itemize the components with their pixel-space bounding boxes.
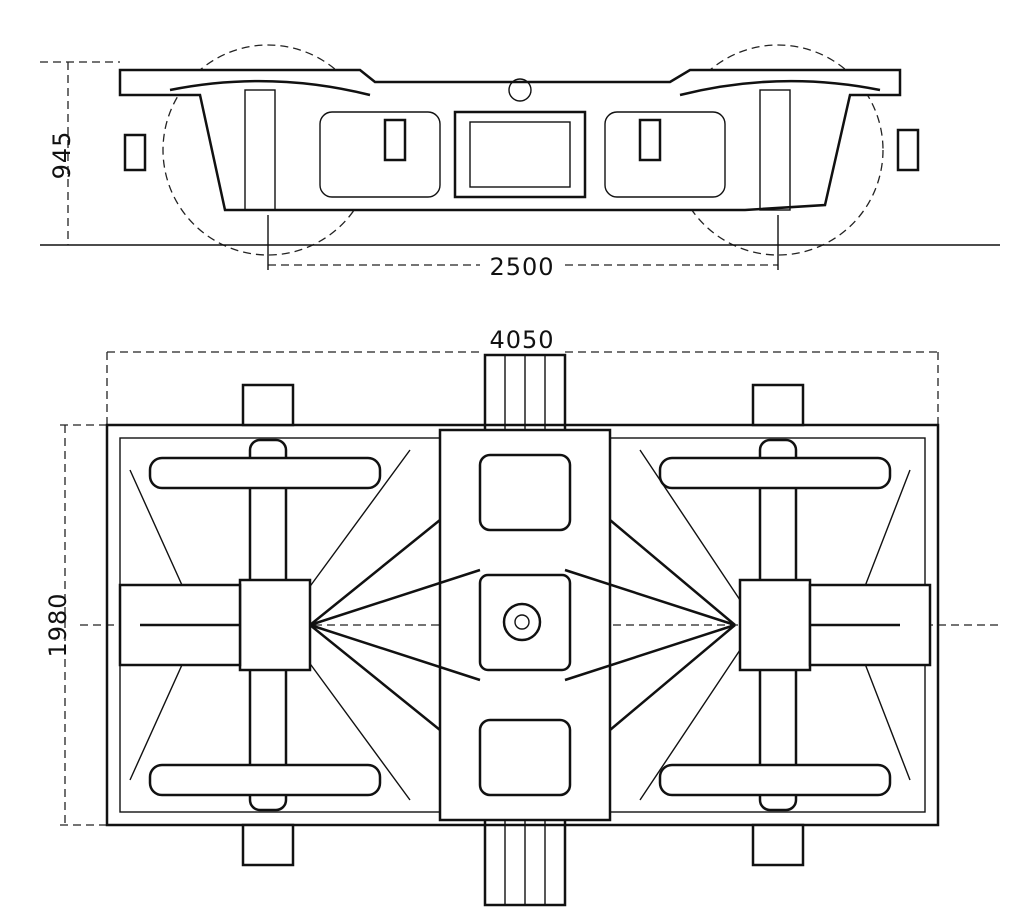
bogie-frame [105,423,940,827]
center-emblem [508,78,532,102]
wheel [658,763,892,797]
wheel [148,763,382,797]
bolster-box [453,110,587,199]
spring-stacks [123,89,920,211]
frame-window [604,111,726,198]
wheel [658,456,892,490]
plan-view: 4050 1980 [44,326,1000,907]
frame-window [319,111,441,198]
height-dimension-label: 945 [48,131,76,180]
leaf-spring-left [169,79,371,97]
length-dimension-label: 4050 [489,326,554,354]
side-elevation: 945 2500 [40,44,1000,281]
side-bearing [478,718,572,797]
wheel [148,456,382,490]
wheelbase-dimension-label: 2500 [489,253,554,281]
bolster-springs [469,121,571,188]
brake-rigging [118,449,932,801]
width-dimension-label: 1980 [44,592,72,657]
side-bearing [478,453,572,532]
leaf-spring-right [679,79,881,97]
center-pivot [478,573,572,672]
axleboxes [241,383,805,867]
